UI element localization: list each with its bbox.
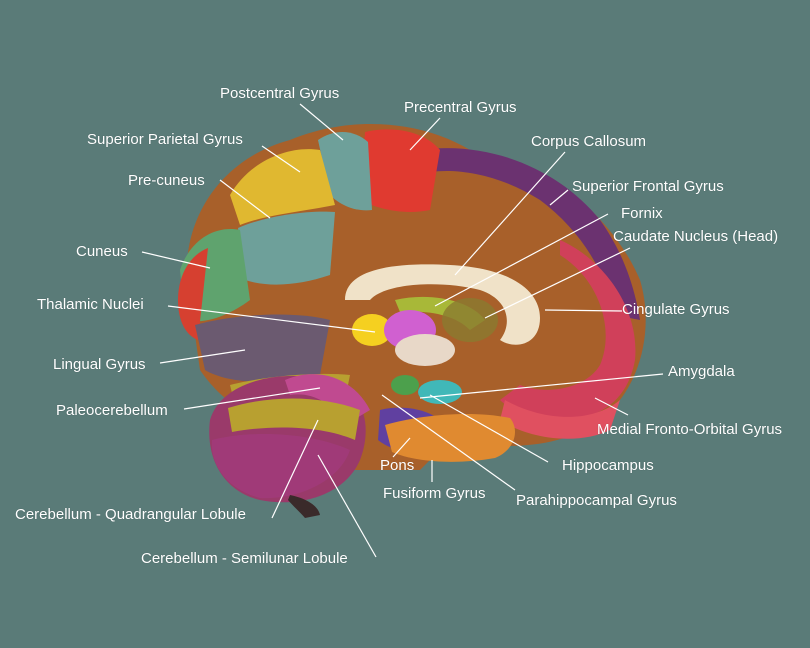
superior-parietal-gyrus xyxy=(230,149,335,225)
label-corpus-callosum: Corpus Callosum xyxy=(531,133,647,150)
label-fusiform-gyrus: Fusiform Gyrus xyxy=(383,485,486,502)
leader-cingulate xyxy=(544,309,623,312)
hippocampus xyxy=(418,380,462,404)
thalamus-yellow xyxy=(352,314,392,346)
leader-cuneus xyxy=(141,251,211,269)
leader-paleocerebellum xyxy=(183,387,321,410)
caudate-nucleus xyxy=(442,298,498,342)
pre-cuneus xyxy=(238,211,335,285)
label-lingual-gyrus: Lingual Gyrus xyxy=(53,356,146,373)
amygdala xyxy=(391,375,419,395)
label-pre-cuneus: Pre-cuneus xyxy=(128,172,205,189)
leader-thalamic xyxy=(167,305,376,333)
cingulate-gyrus xyxy=(500,240,636,420)
label-pons: Pons xyxy=(380,457,415,474)
postcentral-gyrus xyxy=(318,131,372,211)
label-fornix: Fornix xyxy=(621,205,663,222)
label-amygdala: Amygdala xyxy=(668,363,735,380)
leader-lines xyxy=(141,103,664,558)
label-parahippocampal-gyrus: Parahippocampal Gyrus xyxy=(516,492,677,509)
label-cingulate-gyrus: Cingulate Gyrus xyxy=(622,301,730,318)
leader-parahippocampal xyxy=(381,394,516,491)
label-hippocampus: Hippocampus xyxy=(562,457,654,474)
leader-pons xyxy=(392,437,411,458)
lingual-gyrus xyxy=(195,314,330,382)
label-thalamic-nuclei: Thalamic Nuclei xyxy=(37,296,144,313)
leader-semilunar xyxy=(317,454,377,558)
label-superior-parietal-gyrus: Superior Parietal Gyrus xyxy=(87,131,243,148)
label-cerebellum-semilunar-lobule: Cerebellum - Semilunar Lobule xyxy=(141,550,348,567)
label-precentral-gyrus: Precentral Gyrus xyxy=(404,99,517,116)
leader-pre-cuneus xyxy=(219,179,271,219)
leader-fornix xyxy=(434,213,609,307)
label-superior-frontal-gyrus: Superior Frontal Gyrus xyxy=(572,178,724,195)
leader-postcentral xyxy=(299,103,344,141)
precentral-gyrus xyxy=(360,129,440,212)
leader-hippocampus xyxy=(429,394,549,463)
label-postcentral-gyrus: Postcentral Gyrus xyxy=(220,85,340,102)
fusiform-gyrus xyxy=(385,414,515,462)
occipital-pole xyxy=(178,248,208,340)
label-caudate-nucleus-head: Caudate Nucleus (Head) xyxy=(613,228,779,245)
thalamus-cream xyxy=(395,334,455,366)
corpus-callosum xyxy=(345,264,540,345)
leader-medial-fronto-orbital xyxy=(594,397,629,416)
leader-quadrangular xyxy=(271,419,319,519)
cerebellum-olive-band xyxy=(228,398,360,440)
leader-superior-parietal xyxy=(261,145,301,173)
leader-corpus-callosum xyxy=(454,151,566,276)
label-cuneus: Cuneus xyxy=(76,243,128,260)
medial-fronto-orbital-gyrus xyxy=(500,400,620,439)
cerebellum-tail xyxy=(288,495,320,518)
label-paleocerebellum: Paleocerebellum xyxy=(56,402,168,419)
leader-caudate xyxy=(484,247,631,319)
leader-lingual xyxy=(159,349,246,364)
leader-precentral xyxy=(409,117,441,151)
leader-amygdala xyxy=(419,373,664,399)
cerebellum-semilunar-lobule xyxy=(211,434,350,499)
leader-superior-frontal xyxy=(549,189,569,206)
label-cerebellum-quadrangular-lobule: Cerebellum - Quadrangular Lobule xyxy=(15,506,246,523)
label-medial-fronto-orbital-gyrus: Medial Fronto-Orbital Gyrus xyxy=(597,421,783,438)
